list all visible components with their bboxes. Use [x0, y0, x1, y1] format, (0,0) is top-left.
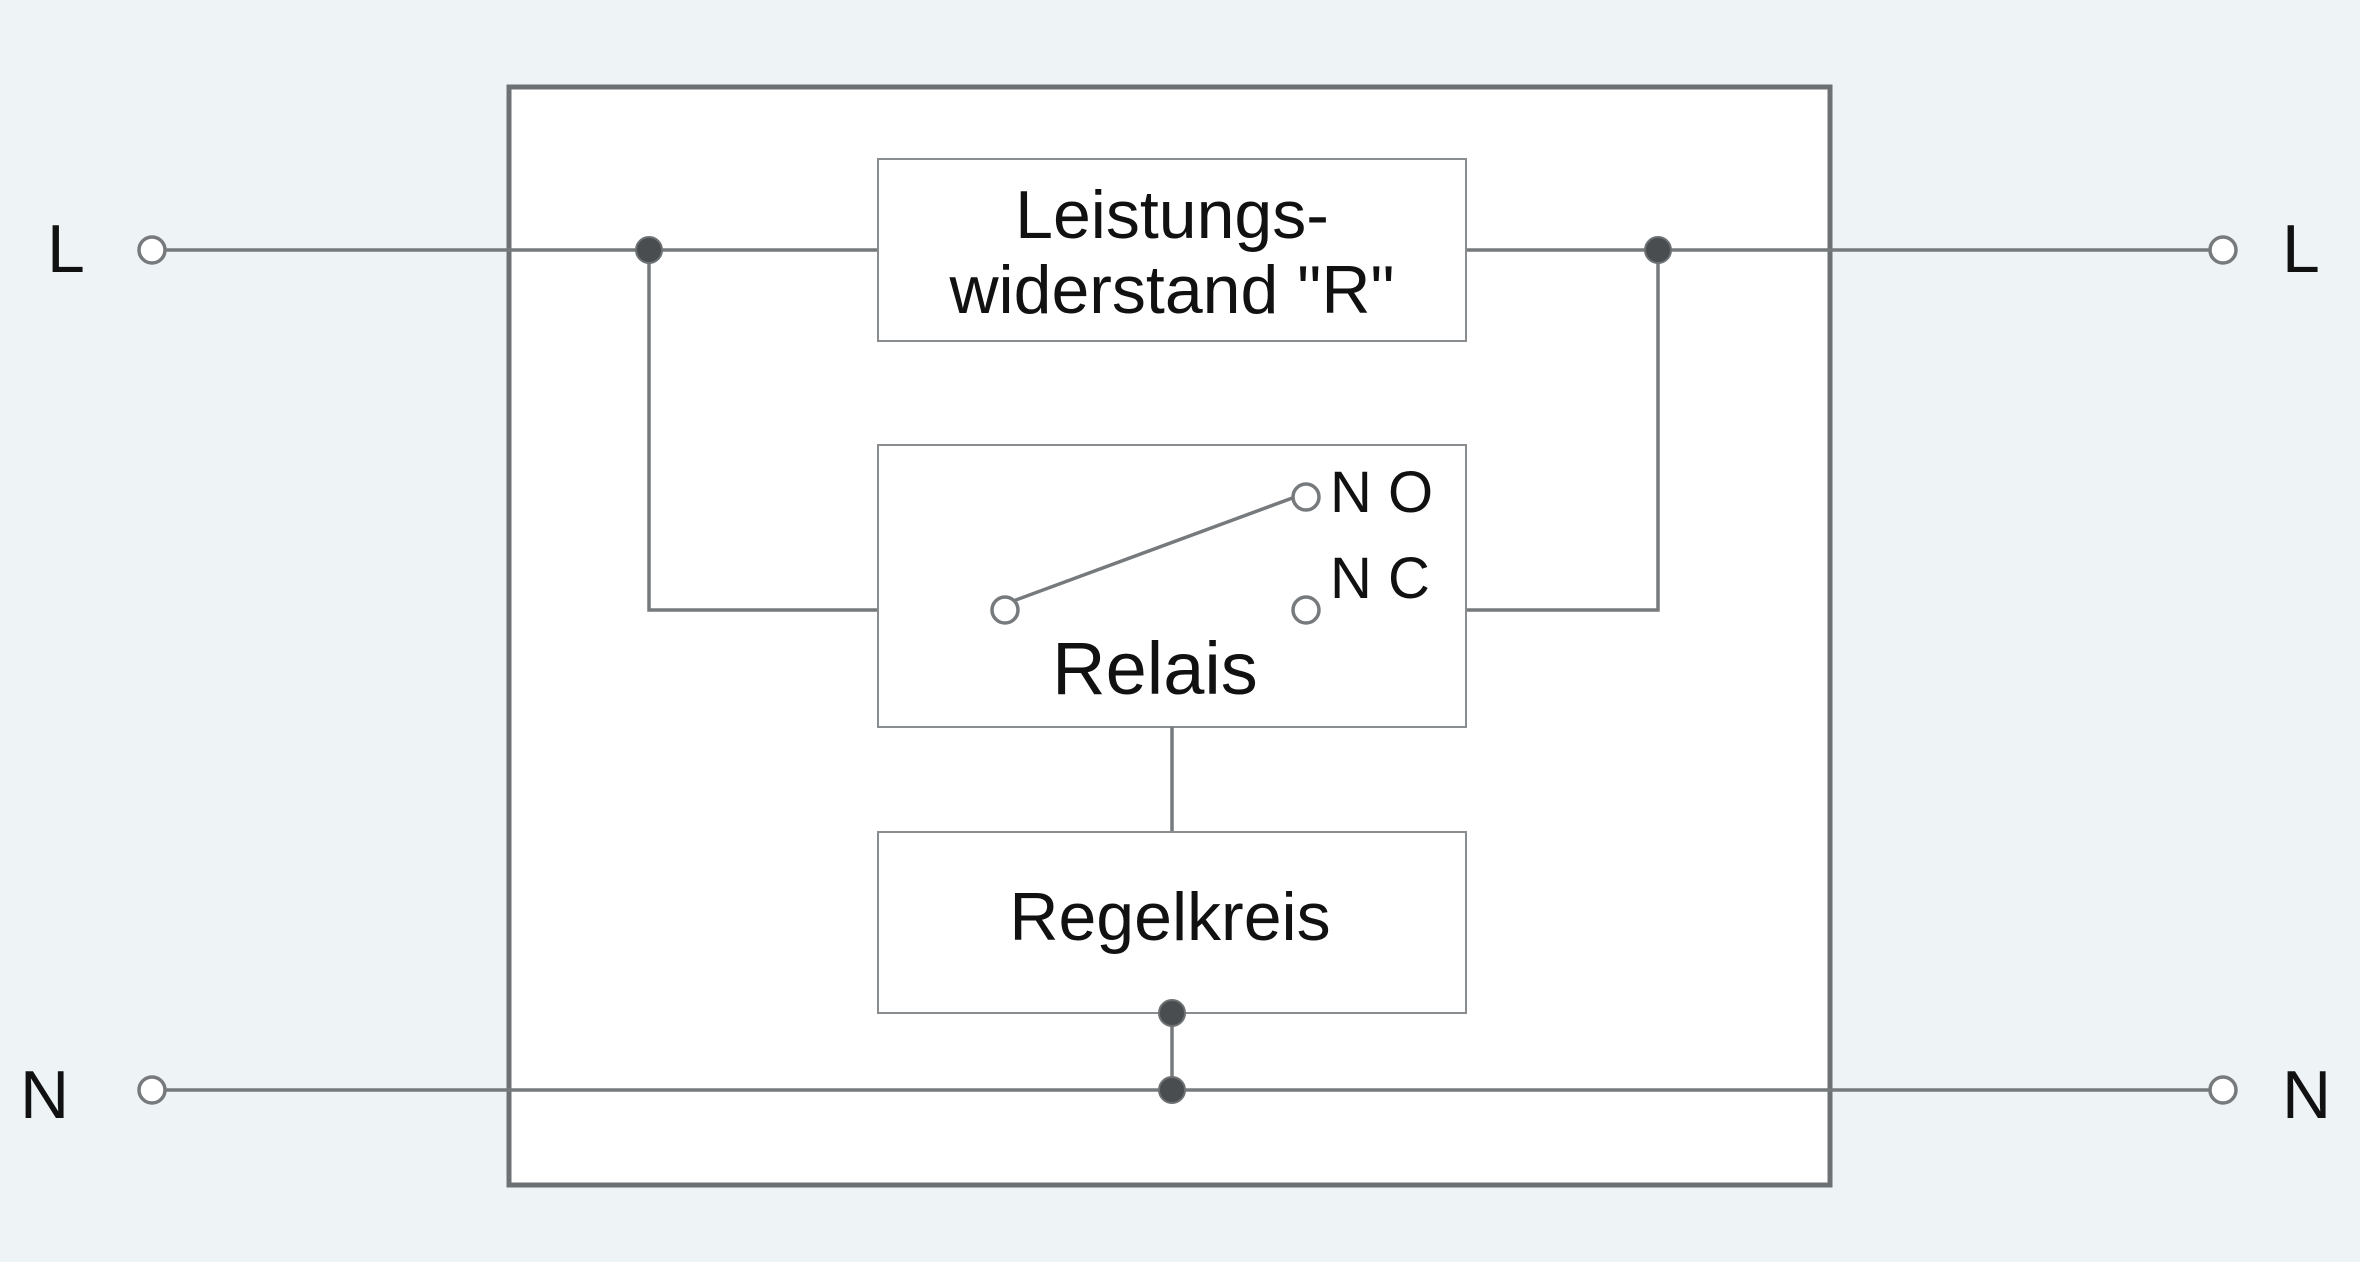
junction-controller — [1158, 999, 1186, 1027]
relay-nc-contact — [1291, 595, 1321, 625]
label-l-right: L — [2282, 211, 2320, 287]
controller-box — [877, 831, 1467, 1014]
controller-label: Regelkreis — [1009, 879, 1330, 955]
terminal-n-right — [2208, 1075, 2238, 1105]
label-n-right: N — [2282, 1057, 2331, 1133]
terminal-n-left — [137, 1075, 167, 1105]
junction-neutral — [1158, 1076, 1186, 1104]
terminal-l-right — [2208, 235, 2238, 265]
resistor-box — [877, 158, 1467, 342]
relay-switch-arm — [1004, 491, 1307, 606]
relay-label: Relais — [1052, 627, 1258, 710]
relay-box — [877, 444, 1467, 728]
junction-right — [1644, 236, 1672, 264]
relay-nc-label: N C — [1330, 546, 1430, 611]
label-l-left: L — [47, 211, 85, 287]
resistor-label-line1: Leistungs- — [1015, 177, 1329, 253]
junction-left — [635, 236, 663, 264]
terminal-l-left — [137, 235, 167, 265]
relay-no-contact — [1291, 482, 1321, 512]
label-n-left: N — [20, 1057, 69, 1133]
relay-no-label: N O — [1330, 460, 1433, 525]
resistor-label-line2: widerstand "R" — [948, 252, 1394, 328]
relay-common-contact — [990, 595, 1020, 625]
